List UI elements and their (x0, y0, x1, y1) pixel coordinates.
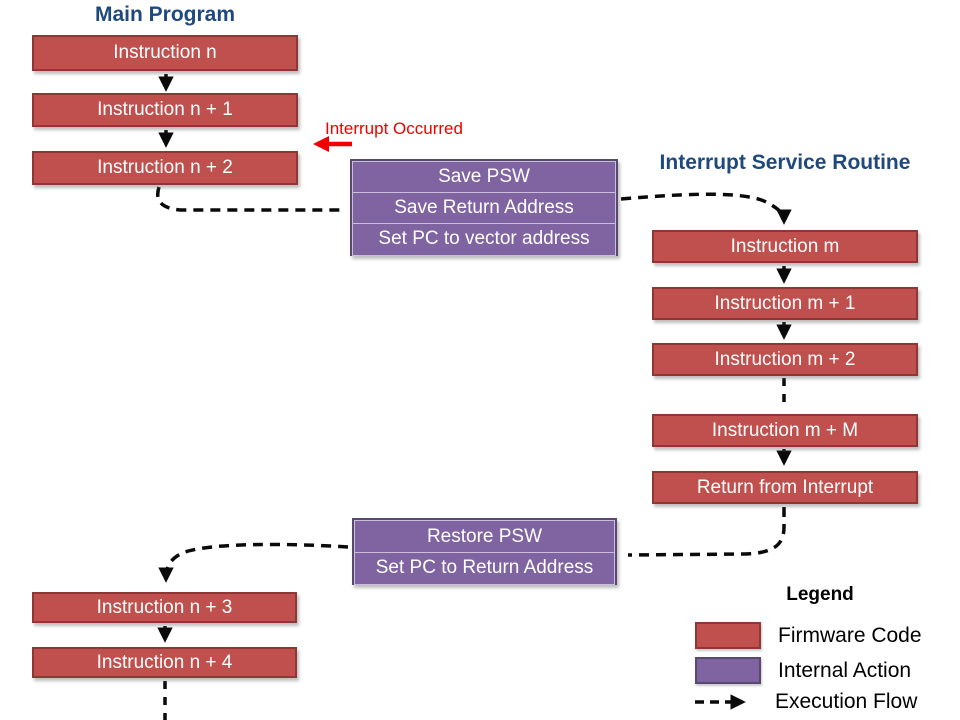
interrupt-occurred-label: Interrupt Occurred (325, 119, 463, 138)
instruction-box-m: Instruction m (652, 230, 918, 263)
flow-return-to-restore (627, 507, 786, 557)
return-from-interrupt-box: Return from Interrupt (652, 471, 918, 504)
legend-firmware-swatch (695, 622, 761, 649)
instruction-box-n1: Instruction n + 1 (32, 93, 298, 127)
legend-title: Legend (786, 584, 854, 605)
internal-action-row-save-return-address: Save Return Address (352, 192, 616, 225)
internal-action-group-save: Save PSW Save Return Address Set PC to v… (350, 159, 618, 256)
internal-action-row-restore-psw: Restore PSW (354, 520, 615, 553)
internal-action-row-set-pc-vector: Set PC to vector address (352, 223, 616, 256)
instruction-box-m1: Instruction m + 1 (652, 287, 918, 320)
legend-internal-swatch (695, 657, 761, 684)
instruction-box-m2: Instruction m + 2 (652, 343, 918, 376)
instruction-box-n4: Instruction n + 4 (32, 647, 297, 678)
internal-action-group-restore: Restore PSW Set PC to Return Address (352, 518, 617, 585)
instruction-box-mM: Instruction m + M (652, 414, 918, 447)
internal-action-row-save-psw: Save PSW (352, 161, 616, 194)
flow-save-group-to-m-arrow (620, 192, 792, 225)
internal-action-row-set-pc-return: Set PC to Return Address (354, 551, 615, 585)
main-program-title: Main Program (94, 3, 236, 26)
instruction-box-n: Instruction n (32, 35, 298, 71)
flow-restore-to-n3-arrow (158, 542, 349, 583)
legend-internal-label: Internal Action (778, 658, 912, 682)
instruction-box-n3: Instruction n + 3 (32, 592, 297, 623)
flow-n2-to-save-psw (156, 186, 345, 212)
legend-flow-label: Execution Flow (775, 690, 918, 713)
legend-firmware-label: Firmware Code (778, 623, 922, 647)
instruction-box-n2: Instruction n + 2 (32, 151, 298, 185)
isr-title: Interrupt Service Routine (659, 151, 911, 174)
